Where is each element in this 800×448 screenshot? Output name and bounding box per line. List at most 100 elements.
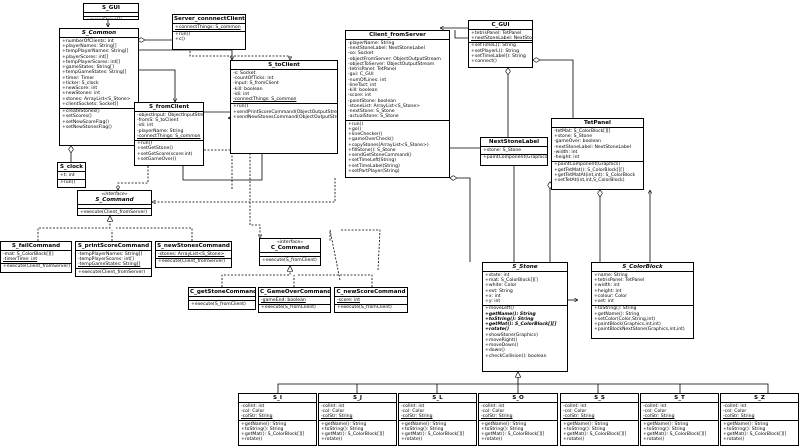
class-header: S_failCommand — [1, 242, 71, 252]
attribute: +newStones: int — [62, 91, 100, 97]
edge-cgui-tetpanel — [533, 60, 574, 118]
attribute: -tempPlayerNames: String[] — [78, 251, 143, 257]
class-name: S_I — [273, 395, 282, 401]
attribute: -colStr: String — [401, 414, 433, 420]
class-header: S_toClient — [231, 61, 337, 71]
operation: +execute(Client_fromServer) — [3, 264, 70, 270]
attribute: -tempPlayerScores: int[] — [78, 257, 134, 263]
operation: +toString(): String — [594, 306, 637, 312]
attribute: -colInt: int — [401, 403, 425, 409]
attributes-compartment: -tetMat: S_ColorBlock[][]+stone: S_Stone… — [552, 128, 643, 162]
operations-compartment: +run()+setGetStone()+setGetScore(score:i… — [135, 141, 203, 163]
operations-compartment: +execute(Client_fromServer) — [1, 264, 71, 270]
class-header: TetPanel — [552, 119, 643, 129]
attributes-compartment: -stones: ArrayList<S_Stone> — [156, 251, 231, 259]
class-header: C_GUI — [469, 21, 532, 31]
attribute: -colStr: String — [643, 414, 675, 420]
operation: +getName(): String — [241, 421, 287, 427]
operation: +gameOverCheck() — [348, 137, 394, 143]
attribute: -colInt: int — [241, 403, 265, 409]
operations-compartment: +getName(): String+toString(): String+ge… — [239, 421, 316, 443]
operation: +showStone(Graphics) — [485, 332, 538, 338]
class-c-new-score-command: C_newScoreCommand-score: int+execute(S_f… — [334, 287, 408, 313]
attributes-compartment: -colInt: int-col: Color-colStr: String — [399, 403, 476, 422]
attributes-compartment: -colInt: int-col: Color-colStr: String — [641, 403, 718, 422]
operation: +moveRight() — [485, 337, 518, 343]
attributes-compartment: +tetrisPanel: TetPanel+nextStoneLabel: N… — [469, 30, 532, 43]
attribute: -col: Color — [241, 409, 265, 415]
attribute: -score: int — [348, 93, 371, 99]
attribute: +y: int — [485, 299, 501, 305]
class-c-game-over-command: C_GameOverCommand-gameEnd: boolean+execu… — [258, 287, 331, 313]
operation: +paintComponent(Graphics) — [483, 155, 548, 161]
attribute: +tempPlayerScores: int[] — [62, 59, 121, 65]
class-name: C_getStoneCommand — [190, 289, 256, 295]
attributes-compartment: +state: int+mat: S_ColorBlock[][]+white:… — [483, 272, 567, 306]
operation: +rotate() — [401, 437, 423, 443]
edge-cget-ccommand — [221, 266, 290, 287]
operation: +execute(Client_fromServer) — [158, 259, 225, 265]
operation: +moveLeft() — [485, 306, 514, 312]
attribute: +tempPlayerNames: String[] — [62, 49, 129, 55]
class-name: S_ColorBlock — [622, 264, 663, 270]
class-header: S_Stone — [483, 263, 567, 273]
attribute: -nextStoneLabel: NextStoneLabel — [554, 144, 631, 150]
class-name: S_Common — [81, 30, 117, 36]
class-s-to-client: S_toClient-s: Socket-countOfTicks: int-i… — [230, 60, 338, 154]
operation: +lineChecker() — [348, 132, 383, 138]
operation: +toString(): String — [723, 426, 766, 432]
class-s-clock: S_clock+t: int+run() — [57, 162, 86, 188]
class-header: S_T — [641, 394, 718, 404]
operation: +execute(Client_fromServer) — [78, 269, 145, 275]
attributes-compartment — [84, 13, 138, 18]
operation: +main(String[]) — [86, 18, 136, 19]
edge-clientfs-scommand — [152, 178, 336, 202]
operation: +fillStone(): S_Stone — [348, 147, 396, 153]
operation: +setPartPlayer(String) — [348, 168, 400, 174]
operation: +setGameOver() — [137, 156, 177, 162]
class-next-stone-label: NextStoneLabel+stone: S_Stone+paintCompo… — [480, 137, 548, 166]
operation: +execute(S_fromClient) — [261, 305, 316, 311]
operation: +getName(): String — [485, 311, 536, 317]
attribute: -objectFromServer: ObjectOutputStream — [348, 56, 441, 62]
class-s-s: S_S-colInt: int-col: Color-colStr: Strin… — [560, 393, 639, 446]
operation: +setGetScore(score:int) — [137, 151, 193, 157]
operation: +setTimeLabel(String) — [348, 163, 400, 169]
operation: +setTimeL(): String — [471, 43, 516, 49]
operation: +go() — [348, 126, 362, 132]
class-s-j: S_J-colInt: int-col: Color-colStr: Strin… — [318, 393, 397, 446]
operation: +rotate() — [321, 437, 343, 443]
operation: +copyStones(ArrayList<S_Stone>) — [348, 142, 429, 148]
attribute: +clientSockets: Socket[] — [62, 101, 119, 107]
operation: +paintBlock(Graphics,int,int) — [594, 322, 661, 328]
operation: +paintBlockNextStone(Graphics,int,int) — [594, 327, 685, 333]
attribute: -objectToServer: ObjectOutputStream — [348, 61, 435, 67]
class-server-connect-client: Server_connnectClient+connectThings: S_c… — [172, 14, 246, 50]
operations-compartment: +execute(S_fromClient) — [260, 257, 320, 263]
attribute: +stone: S_Stone — [483, 147, 522, 153]
class-name: S_GUI — [101, 5, 121, 11]
attribute: +state: int — [485, 272, 510, 278]
edge-sfail-scommand — [37, 216, 110, 241]
attribute: -colStr: String — [723, 414, 755, 420]
attribute: -input: S_fromClient — [233, 81, 279, 87]
operation: +run() — [233, 104, 249, 110]
attribute: +t: int — [60, 172, 75, 178]
class-header: S_J — [319, 394, 396, 404]
operation: +rotate() — [643, 437, 665, 443]
class-name: S_clock — [60, 164, 83, 170]
attributes-compartment: -colInt: int-col: Color-colStr: String — [479, 403, 557, 422]
operation: +getMat(): S_ColorBlock[][] — [723, 432, 787, 438]
attributes-compartment — [260, 253, 320, 258]
attribute: -kill: boolean — [233, 86, 263, 92]
operation: +getName(): String — [321, 421, 367, 427]
edge-clientfs-sstone — [450, 178, 471, 262]
class-name: C_GUI — [491, 22, 510, 28]
operations-compartment: +paintComponent(Graphics)+getTetMat(): S… — [552, 162, 643, 184]
class-header: C_newScoreCommand — [335, 288, 407, 298]
operation: +getName(): String — [481, 421, 527, 427]
attributes-compartment: -s: Socket-countOfTicks: int-input: S_fr… — [231, 70, 337, 104]
edge-server-stoclient — [189, 51, 290, 60]
class-s-new-stones-command: S_newStonesCommand-stones: ArrayList<S_S… — [155, 241, 232, 268]
attribute: +width: int — [594, 283, 620, 289]
